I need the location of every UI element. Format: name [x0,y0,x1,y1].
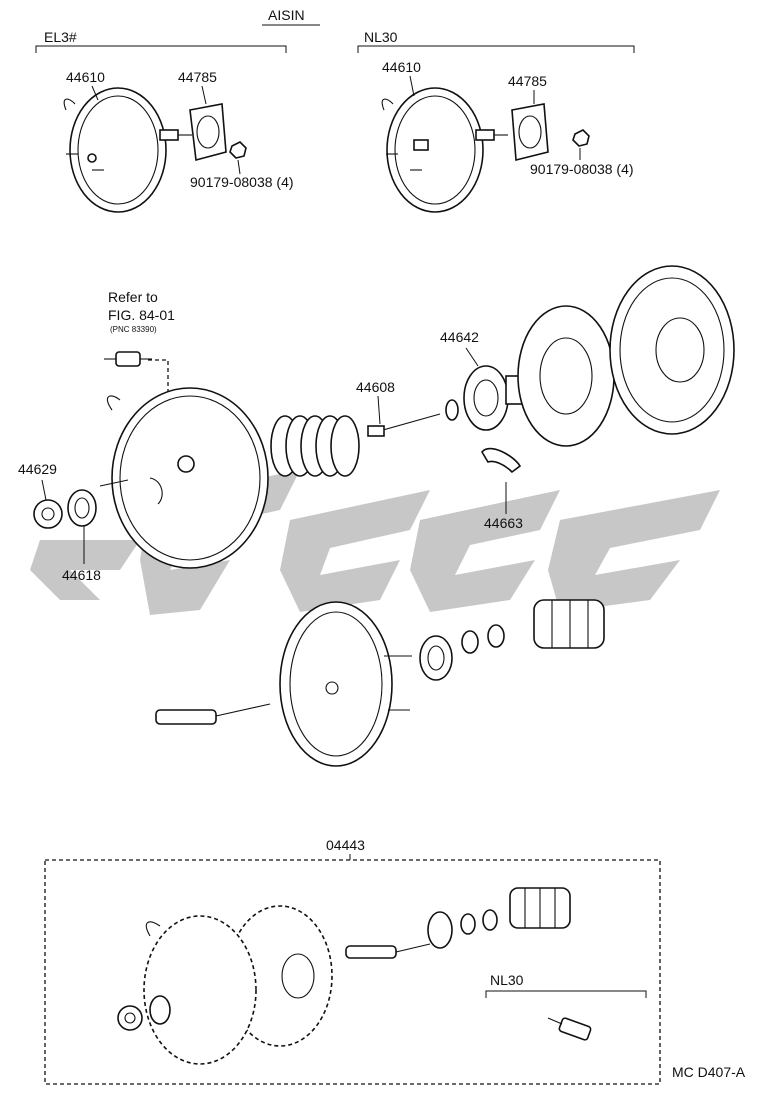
assembly-variant-bracket [485,990,647,998]
assembly-ring-2 [482,909,498,931]
label-44785-right: 44785 [508,73,547,89]
retainer-seal [419,635,453,681]
supplier-label: AISIN [268,7,305,23]
variant-label-el3: EL3# [44,29,77,45]
gasket-top-right [511,103,549,162]
assembly-check-valve [547,1017,592,1041]
operating-rod [155,703,271,725]
booster-top-left [63,87,192,213]
nut-top-left [229,141,247,159]
check-valve [104,351,152,367]
variant-bracket-nl30 [357,45,635,53]
front-housing [279,601,412,767]
valve-ring-1 [461,630,479,654]
label-nut-right: 90179-08038 (4) [530,161,634,177]
label-44663: 44663 [484,515,523,531]
reference-line2: FIG. 84-01 [108,307,175,323]
leader-44785-left [201,85,207,105]
assembly-booster [143,905,333,1065]
dust-boot [533,599,605,649]
label-44610-right: 44610 [382,59,421,75]
variant-label-nl30: NL30 [364,29,398,45]
label-44608: 44608 [356,379,395,395]
reference-line1: Refer to [108,289,158,305]
booster-top-right [381,87,508,213]
leader-44642 [465,347,479,367]
leader-44608 [377,395,381,425]
gasket-top-left [189,103,227,162]
leader-44629 [41,479,47,501]
variant-bracket-el3 [35,45,287,53]
assembly-seal [149,995,171,1025]
booster-front-shell [99,387,269,569]
leader-nut-left [237,159,241,175]
rear-shell-cover [609,265,735,435]
assembly-pushrod [345,943,431,959]
leader-44610-left [91,85,99,101]
leader-44610-right [409,75,415,97]
valve-ring-2 [487,624,505,648]
label-44785-left: 44785 [178,69,217,85]
assembly-ring-1 [460,913,476,935]
nut-top-right [572,129,590,147]
seal [67,489,97,527]
assembly-variant-label: NL30 [490,972,524,988]
label-44610-left: 44610 [66,69,105,85]
assembly-boot [509,887,571,929]
label-nut-left: 90179-08038 (4) [190,174,294,190]
reference-line3: (PNC 83390) [110,325,157,334]
label-44642: 44642 [440,329,479,345]
label-44629: 44629 [18,461,57,477]
label-04443: 04443 [326,837,365,853]
diaphragm-spring [270,415,360,477]
lock-washer [33,499,63,529]
key-clip [481,447,522,474]
label-44618: 44618 [62,567,101,583]
figure-code: MC D407-A [672,1064,746,1080]
assembly-washer [117,1005,143,1031]
push-rod [367,399,459,437]
diaphragm-plate [517,305,615,447]
assembly-retainer [427,911,453,949]
